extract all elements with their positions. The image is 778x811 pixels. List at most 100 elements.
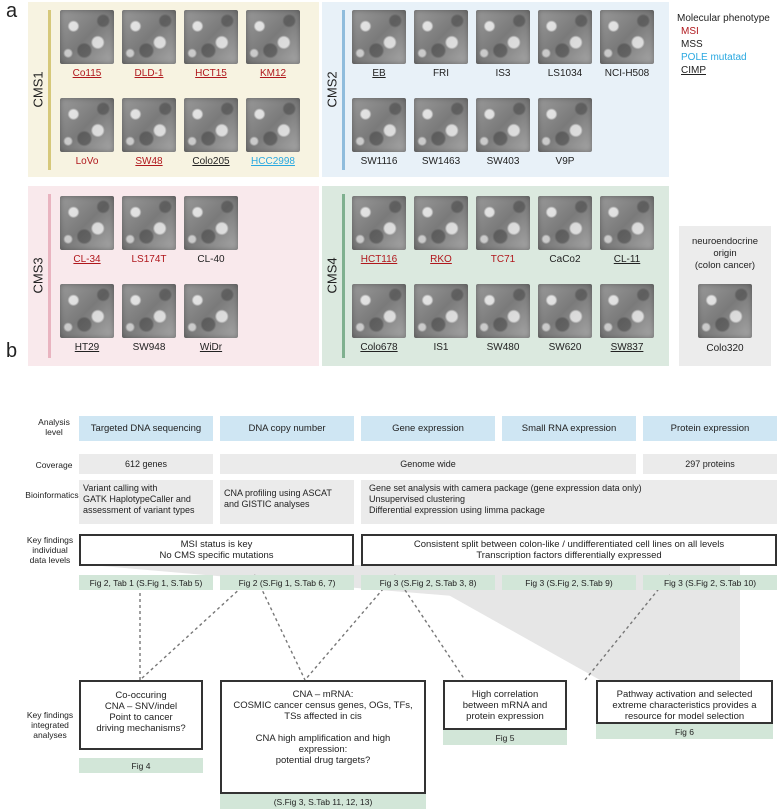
cell-label-sw48: SW48 xyxy=(135,156,163,167)
cms4-bar xyxy=(342,194,345,358)
ref-fig4: Fig 4 xyxy=(79,758,203,773)
cell-label-co115: Co115 xyxy=(72,68,102,79)
bioinfo-variant: Variant calling with GATK HaplotypeCalle… xyxy=(79,480,213,524)
cell-image-colo320 xyxy=(698,284,752,338)
finding-pathway: Pathway activation and selected extreme … xyxy=(596,680,773,724)
cell-label-dld-1: DLD-1 xyxy=(134,68,164,79)
cell-image-v9p xyxy=(538,98,592,152)
row-label-key-individual: Key findings individual data levels xyxy=(26,535,74,565)
cell-label-colo205: Colo205 xyxy=(192,156,230,167)
cell-image-widr xyxy=(184,284,238,338)
cell-image-cl-11 xyxy=(600,196,654,250)
legend-pole: POLE mutatad xyxy=(681,52,747,63)
cell-label-rko: RKO xyxy=(430,254,452,265)
finding-correlation: High correlation between mRNA and protei… xyxy=(443,680,567,730)
ref-fig3-tab9: Fig 3 (S.Fig 2, S.Tab 9) xyxy=(502,575,636,590)
cell-image-hcc2998 xyxy=(246,98,300,152)
level-protein: Protein expression xyxy=(643,416,777,441)
panel-a-letter: a xyxy=(6,0,18,22)
cell-label-ls1034: LS1034 xyxy=(547,68,583,79)
ref-sfig3: (S.Fig 3, S.Tab 11, 12, 13) xyxy=(220,794,426,809)
cell-label-eb: EB xyxy=(372,68,386,79)
cell-label-sw1463: SW1463 xyxy=(421,156,461,167)
cell-image-caco2 xyxy=(538,196,592,250)
neuro-title: neuroendocrine origin (colon cancer) xyxy=(691,236,759,271)
cell-image-ht29 xyxy=(60,284,114,338)
cell-label-is1: IS1 xyxy=(433,342,449,353)
cell-label-ls174t: LS174T xyxy=(131,254,167,265)
ref-fig6: Fig 6 xyxy=(596,724,773,739)
level-targeted-dna: Targeted DNA sequencing xyxy=(79,416,213,441)
cell-label-caco2: CaCo2 xyxy=(549,254,581,265)
finding-cooccur: Co-occuring CNA – SNV/indel Point to can… xyxy=(79,680,203,750)
cell-image-sw403 xyxy=(476,98,530,152)
ref-fig3-tab38: Fig 3 (S.Fig 2, S.Tab 3, 8) xyxy=(361,575,495,590)
bioinfo-expression: Gene set analysis with camera package (g… xyxy=(361,480,777,524)
coverage-612: 612 genes xyxy=(79,454,213,474)
cms2-bar xyxy=(342,10,345,170)
cell-image-hct15 xyxy=(184,10,238,64)
legend-msi: MSI xyxy=(681,26,699,37)
cell-image-sw48 xyxy=(122,98,176,152)
ref-fig3-tab10: Fig 3 (S.Fig 2, S.Tab 10) xyxy=(643,575,777,590)
cell-label-colo678: Colo678 xyxy=(360,342,398,353)
cell-image-is3 xyxy=(476,10,530,64)
panel-b-letter: b xyxy=(6,340,18,362)
cell-label-fri: FRI xyxy=(432,68,450,79)
cell-label-sw480: SW480 xyxy=(486,342,520,353)
cell-label-colo320: Colo320 xyxy=(706,343,744,354)
row-label-coverage: Coverage xyxy=(35,460,73,470)
cell-image-is1 xyxy=(414,284,468,338)
cell-image-sw1116 xyxy=(352,98,406,152)
finding-msi: MSI status is key No CMS specific mutati… xyxy=(79,534,354,566)
cell-image-cl-34 xyxy=(60,196,114,250)
cell-label-v9p: V9P xyxy=(555,156,575,167)
legend-cimp: CIMP xyxy=(681,65,706,76)
cell-label-hcc2998: HCC2998 xyxy=(251,156,295,167)
cell-image-colo205 xyxy=(184,98,238,152)
row-label-analysis: Analysis level xyxy=(38,417,70,437)
cell-image-dld-1 xyxy=(122,10,176,64)
cell-label-hct116: HCT116 xyxy=(360,254,398,265)
cell-label-hct15: HCT15 xyxy=(195,68,227,79)
cell-image-sw480 xyxy=(476,284,530,338)
row-label-key-integrated: Key findings integrated analyses xyxy=(26,710,74,740)
cell-label-is3: IS3 xyxy=(495,68,511,79)
cell-image-sw948 xyxy=(122,284,176,338)
cell-label-lovo: LoVo xyxy=(75,156,99,167)
cell-image-tc71 xyxy=(476,196,530,250)
cell-image-sw837 xyxy=(600,284,654,338)
cell-label-cl-40: CL-40 xyxy=(197,254,225,265)
cell-image-ls1034 xyxy=(538,10,592,64)
finding-cna-mrna: CNA – mRNA: COSMIC cancer census genes, … xyxy=(220,680,426,794)
cell-label-sw948: SW948 xyxy=(132,342,166,353)
cms3-bar xyxy=(48,194,51,358)
cell-image-nci-h508 xyxy=(600,10,654,64)
phenotype-legend: Molecular phenotype MSI MSS POLE mutatad… xyxy=(677,12,770,77)
ref-fig5: Fig 5 xyxy=(443,730,567,745)
cell-label-tc71: TC71 xyxy=(490,254,516,265)
cell-label-sw403: SW403 xyxy=(486,156,520,167)
cell-label-km12: KM12 xyxy=(259,68,287,79)
row-label-bioinformatics: Bioinformatics xyxy=(25,490,79,500)
cell-label-ht29: HT29 xyxy=(74,342,100,353)
cell-label-cl-34: CL-34 xyxy=(73,254,101,265)
bioinfo-cna: CNA profiling using ASCAT and GISTIC ana… xyxy=(220,480,354,524)
cell-label-nci-h508: NCI-H508 xyxy=(604,68,650,79)
neuro-panel: neuroendocrine origin (colon cancer) Col… xyxy=(679,226,771,366)
cell-image-lovo xyxy=(60,98,114,152)
cell-label-cl-11: CL-11 xyxy=(613,254,641,265)
cell-image-rko xyxy=(414,196,468,250)
cell-image-hct116 xyxy=(352,196,406,250)
coverage-297: 297 proteins xyxy=(643,454,777,474)
level-gene-expression: Gene expression xyxy=(361,416,495,441)
cell-image-eb xyxy=(352,10,406,64)
coverage-genome: Genome wide xyxy=(220,454,636,474)
level-small-rna: Small RNA expression xyxy=(502,416,636,441)
legend-mss: MSS xyxy=(681,39,703,50)
cell-image-ls174t xyxy=(122,196,176,250)
level-copy-number: DNA copy number xyxy=(220,416,354,441)
legend-title: Molecular phenotype xyxy=(677,13,770,24)
